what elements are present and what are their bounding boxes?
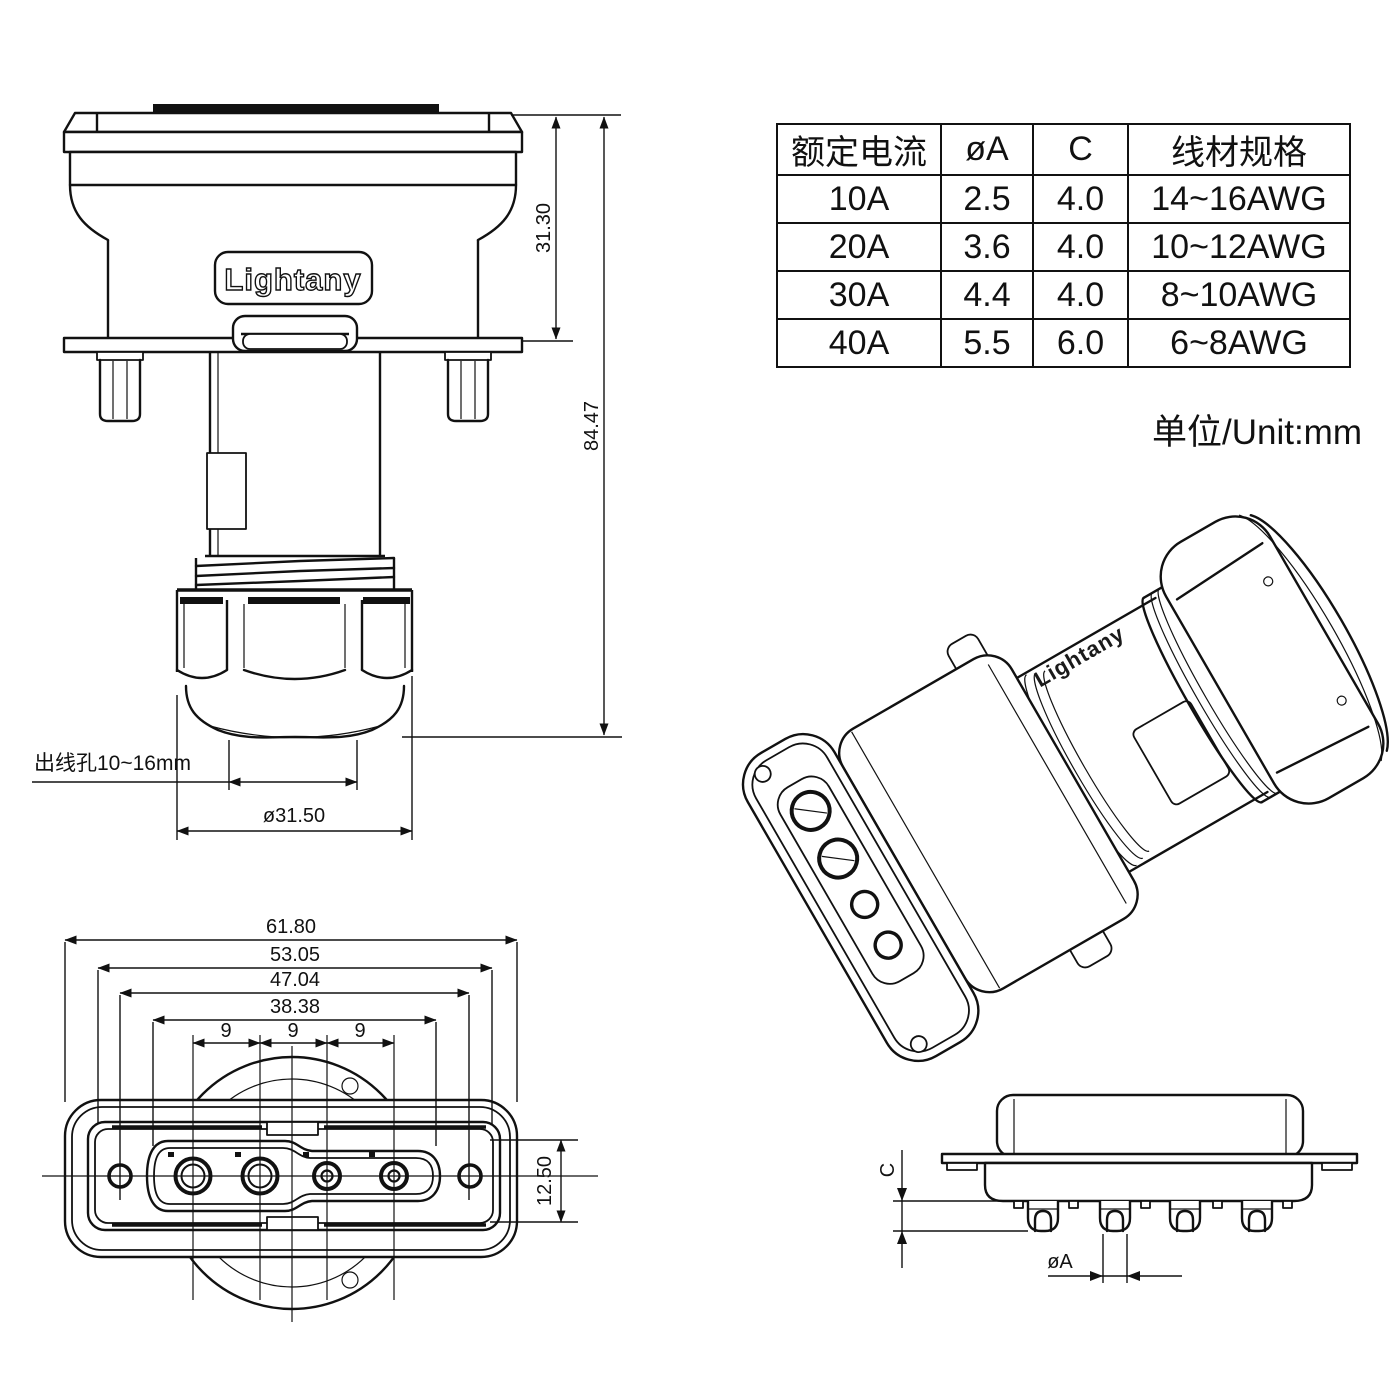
isometric-view: Lightany: [741, 514, 1389, 1063]
iso-collar: [1141, 584, 1285, 804]
cell-current: 30A: [776, 270, 942, 320]
table-row: 20A 3.6 4.0 10~12AWG: [776, 222, 1351, 272]
dim-label-flange-width: 53.05: [269, 944, 321, 966]
dim-label-pitch-3: 9: [354, 1020, 366, 1042]
dim-label-pitch-2: 9: [287, 1020, 299, 1042]
side-body: [983, 1161, 1314, 1203]
front-gland-nut: [175, 588, 414, 681]
front-logo-plate: Lightany: [213, 250, 374, 306]
header-rated-current: 额定电流: [776, 123, 942, 176]
front-standoff-right: [444, 351, 492, 423]
side-contact-tails: [1026, 1201, 1274, 1233]
cell-phi-a: 2.5: [940, 174, 1034, 224]
spec-table-header-row: 额定电流 øA C 线材规格: [776, 123, 1351, 176]
table-row: 10A 2.5 4.0 14~16AWG: [776, 174, 1351, 224]
cell-wire-gauge: 14~16AWG: [1127, 174, 1351, 224]
front-gland-dome: [184, 684, 406, 739]
cell-c: 4.0: [1032, 174, 1129, 224]
iso-gland-nut: [1159, 514, 1389, 805]
dim-label-body-height: 31.30: [533, 202, 555, 254]
face-insert: [145, 1139, 442, 1213]
dim-label-pitch-1: 9: [220, 1020, 232, 1042]
side-flange: [940, 1152, 1359, 1165]
front-standoff-left: [96, 351, 144, 423]
front-neck: [205, 352, 385, 558]
cell-current: 10A: [776, 174, 942, 224]
front-top-strip: [153, 104, 439, 113]
cell-wire-gauge: 6~8AWG: [1127, 318, 1351, 368]
cell-c: 6.0: [1032, 318, 1129, 368]
front-latch-tab: [231, 314, 359, 353]
cell-phi-a: 4.4: [940, 270, 1034, 320]
iso-face-plate: [741, 732, 980, 1063]
spec-table: 额定电流 øA C 线材规格 10A 2.5 4.0 14~16AWG 20A …: [776, 123, 1351, 368]
front-threads: [194, 556, 396, 592]
cell-phi-a: 5.5: [940, 318, 1034, 368]
front-view: Lightany: [32, 104, 622, 840]
header-phi-a: øA: [940, 123, 1034, 176]
barrel-engraving-text: Lightany: [1030, 621, 1129, 692]
dim-label-pin-diameter: øA: [1047, 1251, 1073, 1273]
cell-wire-gauge: 10~12AWG: [1127, 222, 1351, 272]
dim-label-total-height: 84.47: [581, 400, 603, 452]
cell-current: 20A: [776, 222, 942, 272]
cell-current: 40A: [776, 318, 942, 368]
side-rear-cap: [995, 1093, 1305, 1159]
dim-label-cable-hole: 出线孔10~16mm: [34, 752, 191, 775]
unit-note: 单位/Unit:mm: [1151, 413, 1362, 452]
header-c: C: [1032, 123, 1129, 176]
header-wire-gauge: 线材规格: [1127, 123, 1351, 176]
table-row: 30A 4.4 4.0 8~10AWG: [776, 270, 1351, 320]
dim-label-overall-width: 61.80: [265, 916, 317, 938]
dim-label-insert-width: 38.38: [269, 996, 321, 1018]
cell-c: 4.0: [1032, 270, 1129, 320]
brand-logo-text: Lightany: [224, 262, 361, 297]
dim-label-insert-height: 12.50: [534, 1155, 556, 1207]
side-view: [893, 1093, 1359, 1283]
dim-label-tail-length: C: [877, 1162, 899, 1178]
dim-line-c: [893, 1150, 1028, 1268]
dim-line-phi-a: [1048, 1234, 1182, 1283]
cell-wire-gauge: 8~10AWG: [1127, 270, 1351, 320]
dim-label-gland-diameter: ø31.50: [262, 805, 326, 827]
cell-phi-a: 3.6: [940, 222, 1034, 272]
dim-label-mount-hole-spacing: 47.04: [269, 969, 321, 991]
cell-c: 4.0: [1032, 222, 1129, 272]
table-row: 40A 5.5 6.0 6~8AWG: [776, 318, 1351, 368]
face-view: Lightany: [42, 935, 598, 1322]
